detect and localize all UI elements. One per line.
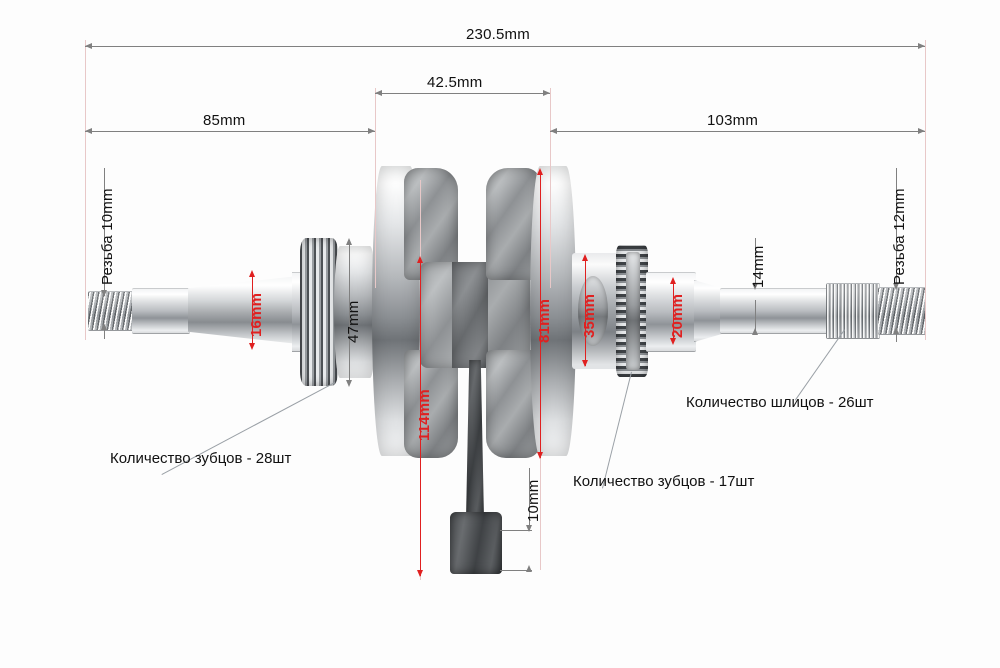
gear-hub-collar bbox=[334, 246, 376, 378]
dim-label-overall: 230.5mm bbox=[466, 26, 530, 43]
arrow-left-right bbox=[368, 128, 375, 134]
arrow-counterweight-down bbox=[537, 452, 543, 459]
dim-line-overall bbox=[85, 46, 925, 47]
dim-line-left-thread bbox=[104, 168, 105, 296]
dim-label-left-thread: Резьба 10mm bbox=[99, 188, 116, 285]
dim-line-center bbox=[375, 93, 550, 94]
arrow-center-right bbox=[543, 90, 550, 96]
arrow-taper-up bbox=[249, 270, 255, 277]
arrow-web-height-up bbox=[417, 256, 423, 263]
dim-label-counterweight: 81mm bbox=[536, 298, 553, 343]
arrow-taper-down bbox=[249, 343, 255, 350]
dim-line-web-height bbox=[420, 258, 421, 576]
dim-tick-rod-top bbox=[500, 530, 532, 531]
extension-line-center-b bbox=[550, 88, 551, 288]
arrow-shaft-14-up bbox=[752, 328, 758, 335]
dim-line-right-thread bbox=[896, 168, 897, 286]
dim-label-journal-20: 20mm bbox=[669, 293, 686, 338]
dim-label-right: 103mm bbox=[707, 112, 759, 129]
dim-line-right-thread-lower bbox=[896, 330, 897, 342]
arrow-overall-left bbox=[85, 43, 92, 49]
arrow-journal-35-up bbox=[582, 254, 588, 261]
arrow-journal-35-down bbox=[582, 360, 588, 367]
arrow-gear-dia-up bbox=[346, 238, 352, 245]
left-shaft-plain bbox=[132, 288, 190, 334]
arrow-journal-20-up bbox=[670, 277, 676, 284]
arrow-right-right bbox=[918, 128, 925, 134]
left-threaded-end bbox=[88, 291, 134, 331]
arrow-rod-up bbox=[526, 565, 532, 572]
arrow-gear-dia-down bbox=[346, 380, 352, 387]
arrow-right-left bbox=[550, 128, 557, 134]
arrow-rod-down bbox=[526, 525, 532, 532]
sprocket-ring bbox=[626, 252, 640, 370]
dim-label-web-height: 114mm bbox=[416, 389, 433, 441]
arrow-overall-right bbox=[918, 43, 925, 49]
arrow-shaft-14-down bbox=[752, 283, 758, 290]
dim-label-shaft-14: 14mm bbox=[750, 245, 767, 288]
extension-line-left-end bbox=[85, 40, 86, 340]
dim-line-left-thread-lower bbox=[104, 325, 105, 339]
dim-line-gear-dia bbox=[349, 240, 350, 384]
crank-web-right bbox=[530, 166, 576, 456]
counterweight-lower-left bbox=[404, 350, 458, 458]
arrow-left-left bbox=[85, 128, 92, 134]
dim-line-shaft-14-lower bbox=[755, 300, 756, 334]
connecting-rod-small-end bbox=[450, 512, 502, 574]
journal-groove-a bbox=[578, 276, 608, 346]
left-shaft-taper bbox=[188, 276, 298, 344]
dim-line-rod-small-end bbox=[529, 468, 530, 530]
dim-label-center: 42.5mm bbox=[427, 74, 483, 91]
right-threaded-end bbox=[878, 287, 926, 335]
dim-line-left bbox=[85, 131, 375, 132]
gear-28-teeth bbox=[300, 238, 338, 386]
connecting-rod-shank bbox=[466, 360, 484, 520]
spline-26-section bbox=[826, 283, 880, 339]
dim-label-left: 85mm bbox=[203, 112, 246, 129]
crank-pin-center bbox=[452, 262, 488, 368]
arrow-counterweight-up bbox=[537, 168, 543, 175]
dim-label-rod-small-end: 10mm bbox=[525, 479, 542, 522]
dim-line-journal-20 bbox=[673, 280, 674, 342]
counterweight-upper-left bbox=[404, 168, 458, 280]
dim-tick-rod-bottom bbox=[500, 570, 532, 571]
arrow-right-thread-down bbox=[893, 283, 899, 290]
extension-line-right-end bbox=[925, 40, 926, 340]
dim-label-gear-dia: 47mm bbox=[345, 300, 362, 343]
dim-line-shaft-14 bbox=[755, 238, 756, 288]
dim-label-taper: 16mm bbox=[248, 292, 265, 337]
dim-line-counterweight bbox=[540, 170, 541, 458]
arrow-web-height-down bbox=[417, 570, 423, 577]
callout-28-teeth: Количество зубцов - 28шт bbox=[110, 450, 292, 467]
arrow-left-thread-down bbox=[101, 290, 107, 297]
callout-26-splines: Количество шлицов - 26шт bbox=[686, 394, 874, 411]
dim-line-right bbox=[550, 131, 925, 132]
dim-label-right-thread: Резьба 12mm bbox=[891, 188, 908, 285]
dim-line-journal-35 bbox=[585, 256, 586, 366]
arrow-journal-20-down bbox=[670, 338, 676, 345]
dim-line-taper bbox=[252, 273, 253, 347]
dim-label-journal-35: 35mm bbox=[581, 293, 598, 338]
extension-line-center-a bbox=[375, 88, 376, 288]
arrow-center-left bbox=[375, 90, 382, 96]
callout-17-teeth: Количество зубцов - 17шт bbox=[573, 473, 755, 490]
right-shaft-plain bbox=[720, 288, 828, 334]
